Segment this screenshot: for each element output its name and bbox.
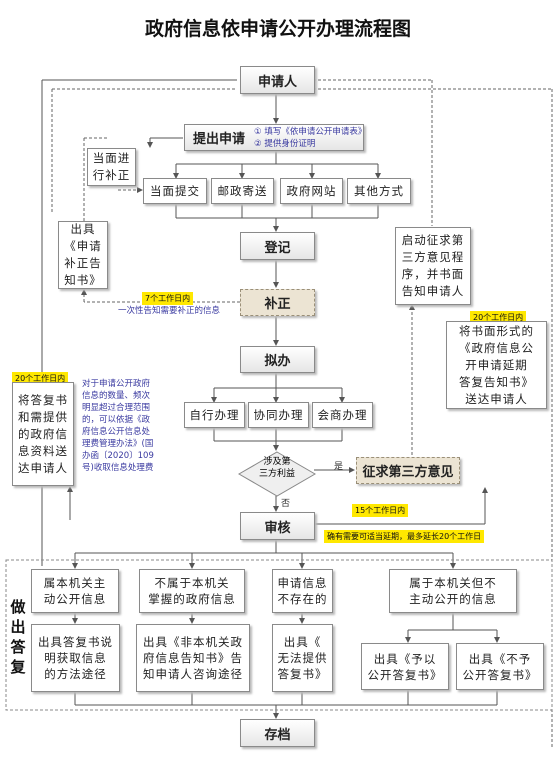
onsite-supplement-box: 当面进 行补正 <box>87 148 136 186</box>
submit-note-2: ② 提供身份证明 <box>254 139 316 149</box>
co-handle-box: 协同办理 <box>248 402 309 428</box>
once-notice-label: 一次性告知需要补正的信息 <box>118 306 221 316</box>
page-title: 政府信息依申请公开办理流程图 <box>144 18 411 40</box>
submit-box: 提出申请 <box>184 124 364 151</box>
out-not-exist-box: 出具《 无法提供 答复书》 <box>272 624 333 692</box>
no-label: 否 <box>281 499 291 509</box>
third-party-notice-box: 启动征求第 三方意见程 序，并书面 告知申请人 <box>395 227 471 305</box>
supplement-notice-box: 出具 《申请 补正告 知书》 <box>58 221 108 289</box>
cat-not-exist-box: 申请信息 不存在的 <box>272 569 333 613</box>
days20-left-label: 20个工作日内 <box>12 372 69 385</box>
third-party-opinion-box: 征求第三方意见 <box>356 457 460 484</box>
submit-note-1: ① 填写《依申请公开申请表》 <box>254 127 367 137</box>
extend-label: 确有需要可适当延期，最多延长20个工作日 <box>324 530 485 543</box>
consult-handle-box: 会商办理 <box>312 402 373 428</box>
reply-deliver-box: 将答复书 和需提供 的政府信 息资料送 达申请人 <box>12 382 74 486</box>
out-deny-box: 出具《不予 公开答复书》 <box>456 643 544 690</box>
third-party-decision-label: 涉及第 三方利益 <box>258 457 295 479</box>
out-allow-box: 出具《予以 公开答复书》 <box>361 643 449 690</box>
process-box: 拟办 <box>240 346 315 373</box>
self-handle-box: 自行办理 <box>184 402 245 428</box>
method-mail-box: 邮政寄送 <box>211 178 274 204</box>
yes-label: 是 <box>334 462 344 472</box>
archive-box: 存档 <box>240 719 315 747</box>
cat-not-gov-box: 不属于本机关 掌握的政府信息 <box>139 569 245 613</box>
method-face-box: 当面提交 <box>143 178 207 204</box>
applicant-box: 申请人 <box>240 66 315 94</box>
third-party-diamond <box>238 451 316 497</box>
review-box: 审核 <box>240 512 315 540</box>
method-web-box: 政府网站 <box>280 178 343 204</box>
days15-label: 15个工作日内 <box>352 504 409 517</box>
extension-notice-box: 将书面形式的 《政府信息公 开申请延期 答复告知书》 送达申请人 <box>446 321 547 409</box>
days7-label: 7个工作日内 <box>142 292 194 305</box>
out-active-box: 出具答复书说 明获取信息 的方法途径 <box>31 624 120 692</box>
cat-not-active-box: 属于本机关但不 主动公开的信息 <box>389 569 517 613</box>
cat-active-box: 属本机关主 动公开信息 <box>31 569 119 613</box>
submit-label: 提出申请 <box>193 132 246 147</box>
supplement-box: 补正 <box>240 289 315 316</box>
days20-right-label: 20个工作日内 <box>470 311 527 324</box>
out-not-gov-box: 出具《非本机关政 府信息告知书》告 知申请人咨询途径 <box>136 624 250 692</box>
register-box: 登记 <box>240 232 315 260</box>
fee-note: 对于申请公开政府 信息的数量、频次 明显超过合理范围 的，可以依据《政 府信息公… <box>82 379 154 473</box>
method-other-box: 其他方式 <box>347 178 411 204</box>
reply-side-label: 做 出 答 复 <box>10 598 26 676</box>
